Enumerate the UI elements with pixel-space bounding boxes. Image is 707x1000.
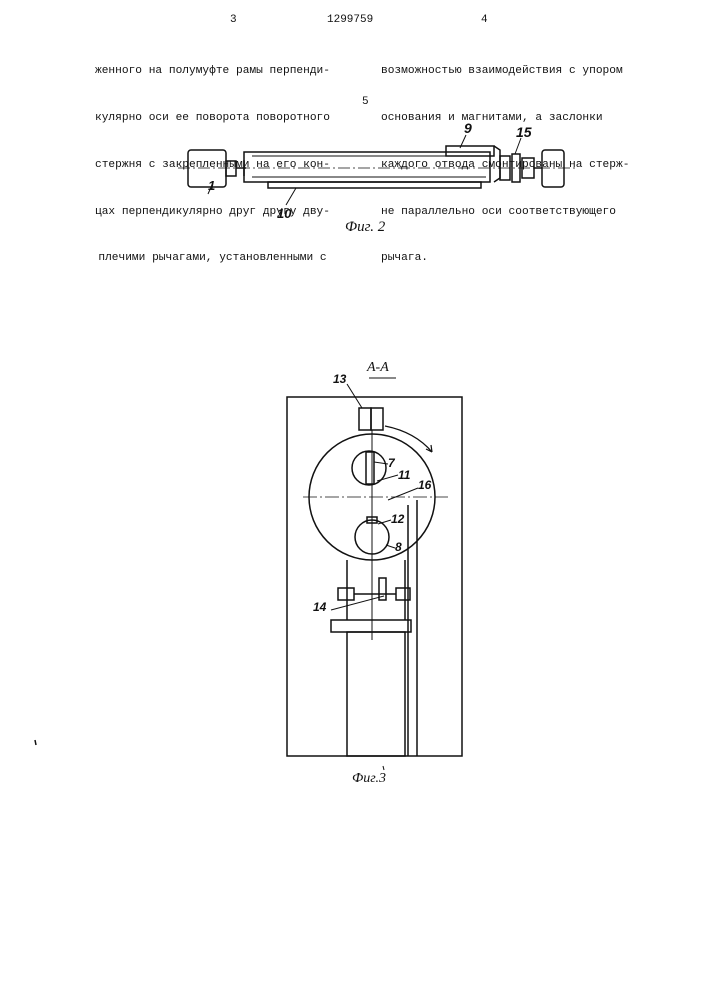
platform: [331, 620, 411, 632]
bracket: [446, 146, 494, 156]
fig3-label-11: 11: [398, 468, 410, 482]
fig2-label-9: 9: [464, 120, 472, 136]
outer-frame: [287, 397, 462, 756]
figure-2-caption: Фиг. 2: [345, 219, 385, 236]
section-label: А-А: [367, 360, 389, 376]
left-weight: [188, 150, 226, 187]
top-block-left: [359, 408, 371, 430]
mech-block-left: [338, 588, 354, 600]
fig3-label-12: 12: [391, 512, 404, 526]
figure-3-caption: Фиг.3: [352, 771, 386, 787]
fig3-label-16: 16: [418, 478, 431, 492]
left-connector: [226, 161, 236, 176]
fig3-label-7: 7: [388, 456, 395, 470]
figure-2-drawing: [178, 135, 575, 205]
fig3-label-8: 8: [395, 540, 402, 554]
figure-3-drawing: [35, 378, 462, 770]
support-column: [347, 632, 405, 756]
right-weight: [542, 150, 564, 187]
fig3-label-13: 13: [333, 372, 346, 386]
fig2-label-10: 10: [277, 206, 291, 221]
fig3-label-14: 14: [313, 600, 326, 614]
fig2-label-1: 1: [208, 178, 215, 193]
fig2-label-15: 15: [516, 124, 532, 140]
top-block-right: [371, 408, 383, 430]
upper-shutter: [366, 452, 374, 484]
plate: [268, 182, 481, 188]
